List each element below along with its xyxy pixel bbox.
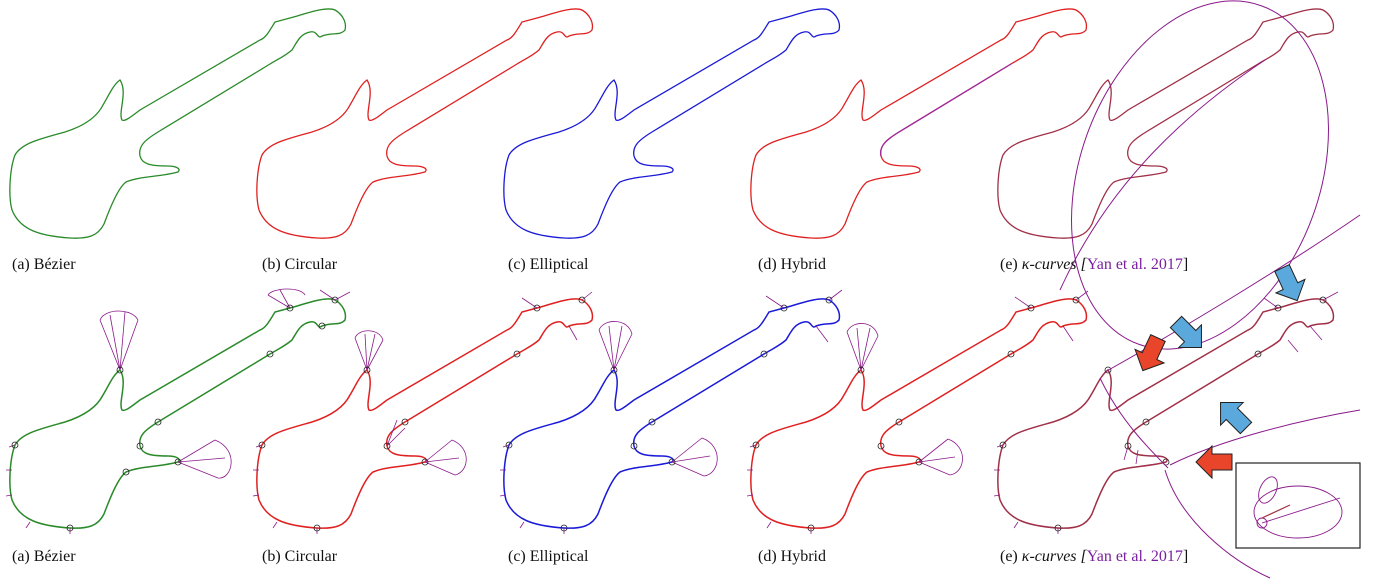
caption-top-a: (a) Bézier xyxy=(12,256,76,273)
caption-top-e: (e) κ-curves [Yan et al. 2017] xyxy=(1000,256,1189,273)
guitar-kappa-top xyxy=(997,8,1335,239)
guitar-bezier-top xyxy=(9,8,347,239)
caption-bottom-a: (a) Bézier xyxy=(12,548,76,565)
guitar-hybrid-top xyxy=(750,8,1088,239)
caption-bottom-e: (e) κ-curves [Yan et al. 2017] xyxy=(1000,548,1189,565)
blue-arrow-icon xyxy=(1164,310,1214,360)
caption-bottom-b: (b) Circular xyxy=(262,548,338,565)
guitar-elliptical-bottom xyxy=(499,289,843,534)
caption-top-c: (c) Elliptical xyxy=(508,256,589,273)
kappa-stray-loops-bottom xyxy=(1099,214,1361,579)
blue-arrow-icon xyxy=(1208,390,1258,440)
guitar-circular-bottom xyxy=(252,291,594,534)
curvature-comb-hybrid xyxy=(746,290,1089,534)
curvature-comb-elliptical xyxy=(499,289,843,534)
caption-top-d: (d) Hybrid xyxy=(758,256,826,273)
caption-bottom-c: (c) Elliptical xyxy=(508,548,589,565)
guitar-circular-top xyxy=(256,8,594,239)
guitar-bezier-bottom xyxy=(5,288,351,534)
red-arrow-icon xyxy=(1127,330,1174,378)
guitar-elliptical-top xyxy=(503,8,841,239)
kappa-stray-loops-top xyxy=(1059,0,1329,350)
curvature-comb-circular xyxy=(252,291,593,534)
inset-overview-box xyxy=(1235,462,1361,549)
caption-bottom-d: (d) Hybrid xyxy=(758,548,826,565)
guitar-kappa-bottom xyxy=(993,291,1339,534)
curvature-comb-bezier xyxy=(5,288,351,534)
caption-top-b: (b) Circular xyxy=(262,256,338,273)
guitar-hybrid-bottom xyxy=(746,290,1089,534)
